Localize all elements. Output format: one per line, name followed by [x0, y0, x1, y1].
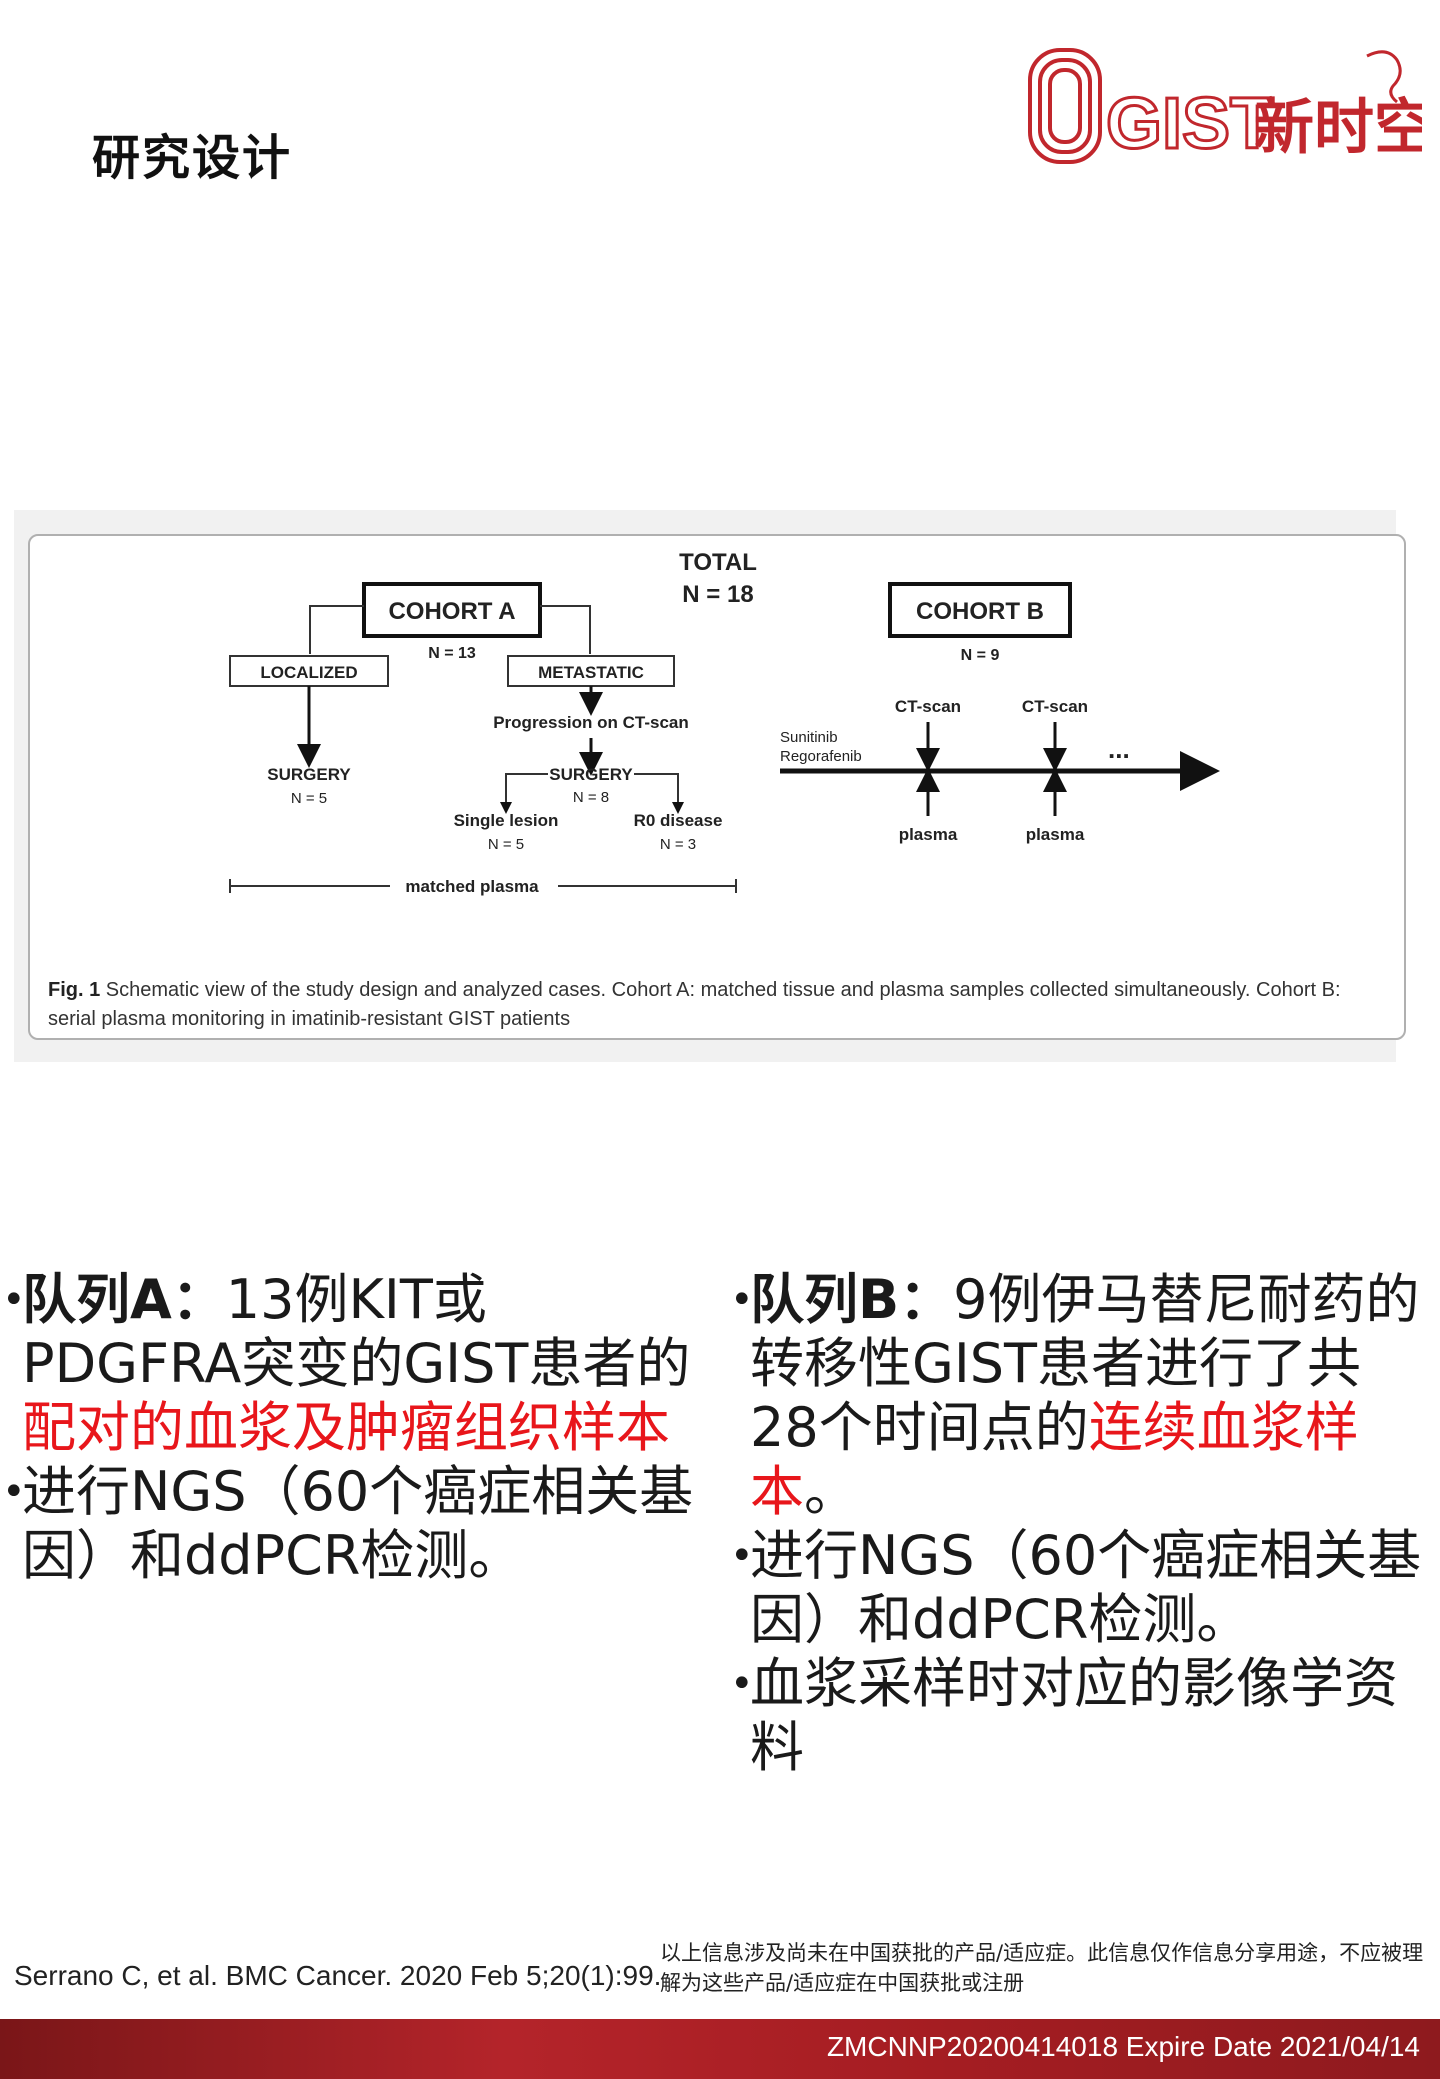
single-lesion-label: Single lesion: [454, 811, 559, 830]
page-title: 研究设计: [92, 130, 293, 186]
drugs-line1: Sunitinib: [780, 729, 838, 746]
study-design-diagram: TOTAL N = 18 COHORT A N = 13 LOCALIZED M…: [229, 549, 1220, 896]
single-lesion-n: N = 5: [488, 836, 524, 853]
cohort-b-highlight: 连续血浆样本: [750, 1396, 1359, 1523]
cohort-b-box: [888, 582, 1072, 638]
split-left: [500, 773, 548, 814]
footer-code: ZMCNNP20200414018 Expire Date 2021/04/14: [826, 2031, 1420, 2062]
cohort-b-bullet-1: • 队列B：9例伊马替尼耐药的转移性GIST患者进行了共28个时间点的连续血浆样…: [730, 1268, 1420, 1523]
metastatic-box: [507, 655, 675, 687]
caption-text: Schematic view of the study design and a…: [48, 979, 1341, 1030]
logo-cn: 新时空: [1254, 93, 1422, 163]
cohort-b-method: 进行NGS（60个癌症相关基因）和ddPCR检测。: [750, 1524, 1422, 1651]
cohort-a-label: COHORT A: [388, 598, 515, 625]
cohort-b-bullet-3: • 血浆采样时对应的影像学资料: [728, 1652, 1428, 1780]
cohort-b-bullet-2: • 进行NGS（60个癌症相关基因）和ddPCR检测。: [728, 1524, 1428, 1652]
footer-bar: ZMCNNP20200414018 Expire Date 2021/04/14: [0, 2019, 1440, 2079]
disclaimer: 以上信息涉及尚未在中国获批的产品/适应症。此信息仅作信息分享用途，不应被理解为这…: [660, 1941, 1424, 1995]
logo-letters: GIST: [1106, 84, 1274, 164]
bullet-dot: •: [2, 1277, 26, 1323]
total-n: N = 18: [682, 581, 753, 608]
cohort-b-label: 队列B: [750, 1268, 900, 1331]
cohort-a-method: 进行NGS（60个癌症相关基因）和ddPCR检测。: [22, 1460, 694, 1587]
surgery-left-label: SURGERY: [267, 765, 351, 784]
connector-left: [309, 605, 364, 654]
r0-disease-label: R0 disease: [634, 811, 723, 830]
matched-plasma-label: matched plasma: [405, 877, 539, 896]
surgery-mid-label: SURGERY: [549, 765, 633, 784]
ct-scan-2: CT-scan: [1022, 697, 1088, 716]
localized-label: LOCALIZED: [260, 663, 357, 682]
drugs-line2: Regorafenib: [780, 748, 862, 765]
cohort-b-column: • 队列B：9例伊马替尼耐药的转移性GIST患者进行了共28个时间点的连续血浆样…: [728, 1268, 1428, 1780]
connector-right: [540, 605, 591, 654]
ct-scan-1: CT-scan: [895, 697, 961, 716]
cohort-a-bullet-1: • 队列A：13例KIT或PDGFRA突变的GIST患者的配对的血浆及肿瘤组织样…: [2, 1268, 691, 1459]
plasma-1: plasma: [899, 825, 958, 844]
reference: Serrano C, et al. BMC Cancer. 2020 Feb 5…: [14, 1960, 662, 1991]
plasma-2: plasma: [1026, 825, 1085, 844]
surgery-mid-n: N = 8: [573, 789, 609, 806]
metastatic-label: METASTATIC: [538, 663, 644, 682]
gist-logo: GIST 新时空: [1028, 48, 1422, 166]
split-right: [634, 773, 684, 814]
caption-label: Fig. 1: [48, 979, 101, 1001]
logo-ornament-icon: [1366, 50, 1402, 104]
cohort-a-n: N = 13: [428, 645, 476, 662]
cohort-a-label: 队列A: [22, 1268, 172, 1331]
cohort-a-box: [362, 582, 542, 638]
figure-caption: Fig. 1 Schematic view of the study desig…: [48, 976, 1388, 1034]
progression-label: Progression on CT-scan: [493, 713, 689, 732]
cohort-a-bullet-2: • 进行NGS（60个癌症相关基因）和ddPCR检测。: [0, 1460, 700, 1588]
cohort-b-n: N = 9: [961, 647, 1000, 664]
localized-box: [229, 655, 389, 687]
timeline-ellipsis: ...: [1108, 734, 1130, 764]
r0-disease-n: N = 3: [660, 836, 696, 853]
cohort-b-imaging: 血浆采样时对应的影像学资料: [750, 1652, 1398, 1779]
cohort-a-desc: 13例KIT或PDGFRA突变的GIST患者的: [22, 1268, 691, 1395]
cohort-a-column: • 队列A：13例KIT或PDGFRA突变的GIST患者的配对的血浆及肿瘤组织样…: [0, 1268, 700, 1588]
figure-box: TOTAL N = 18 COHORT A N = 13 LOCALIZED M…: [28, 534, 1406, 1040]
figure-panel: TOTAL N = 18 COHORT A N = 13 LOCALIZED M…: [14, 510, 1406, 1062]
surgery-left-n: N = 5: [291, 790, 327, 807]
cohort-b-desc: 9例伊马替尼耐药的转移性GIST患者进行了共28个时间点的: [750, 1268, 1420, 1459]
total-label: TOTAL: [679, 549, 757, 576]
cohort-b-label: COHORT B: [916, 598, 1044, 625]
cohort-a-highlight: 配对的血浆及肿瘤组织样本: [22, 1396, 670, 1459]
